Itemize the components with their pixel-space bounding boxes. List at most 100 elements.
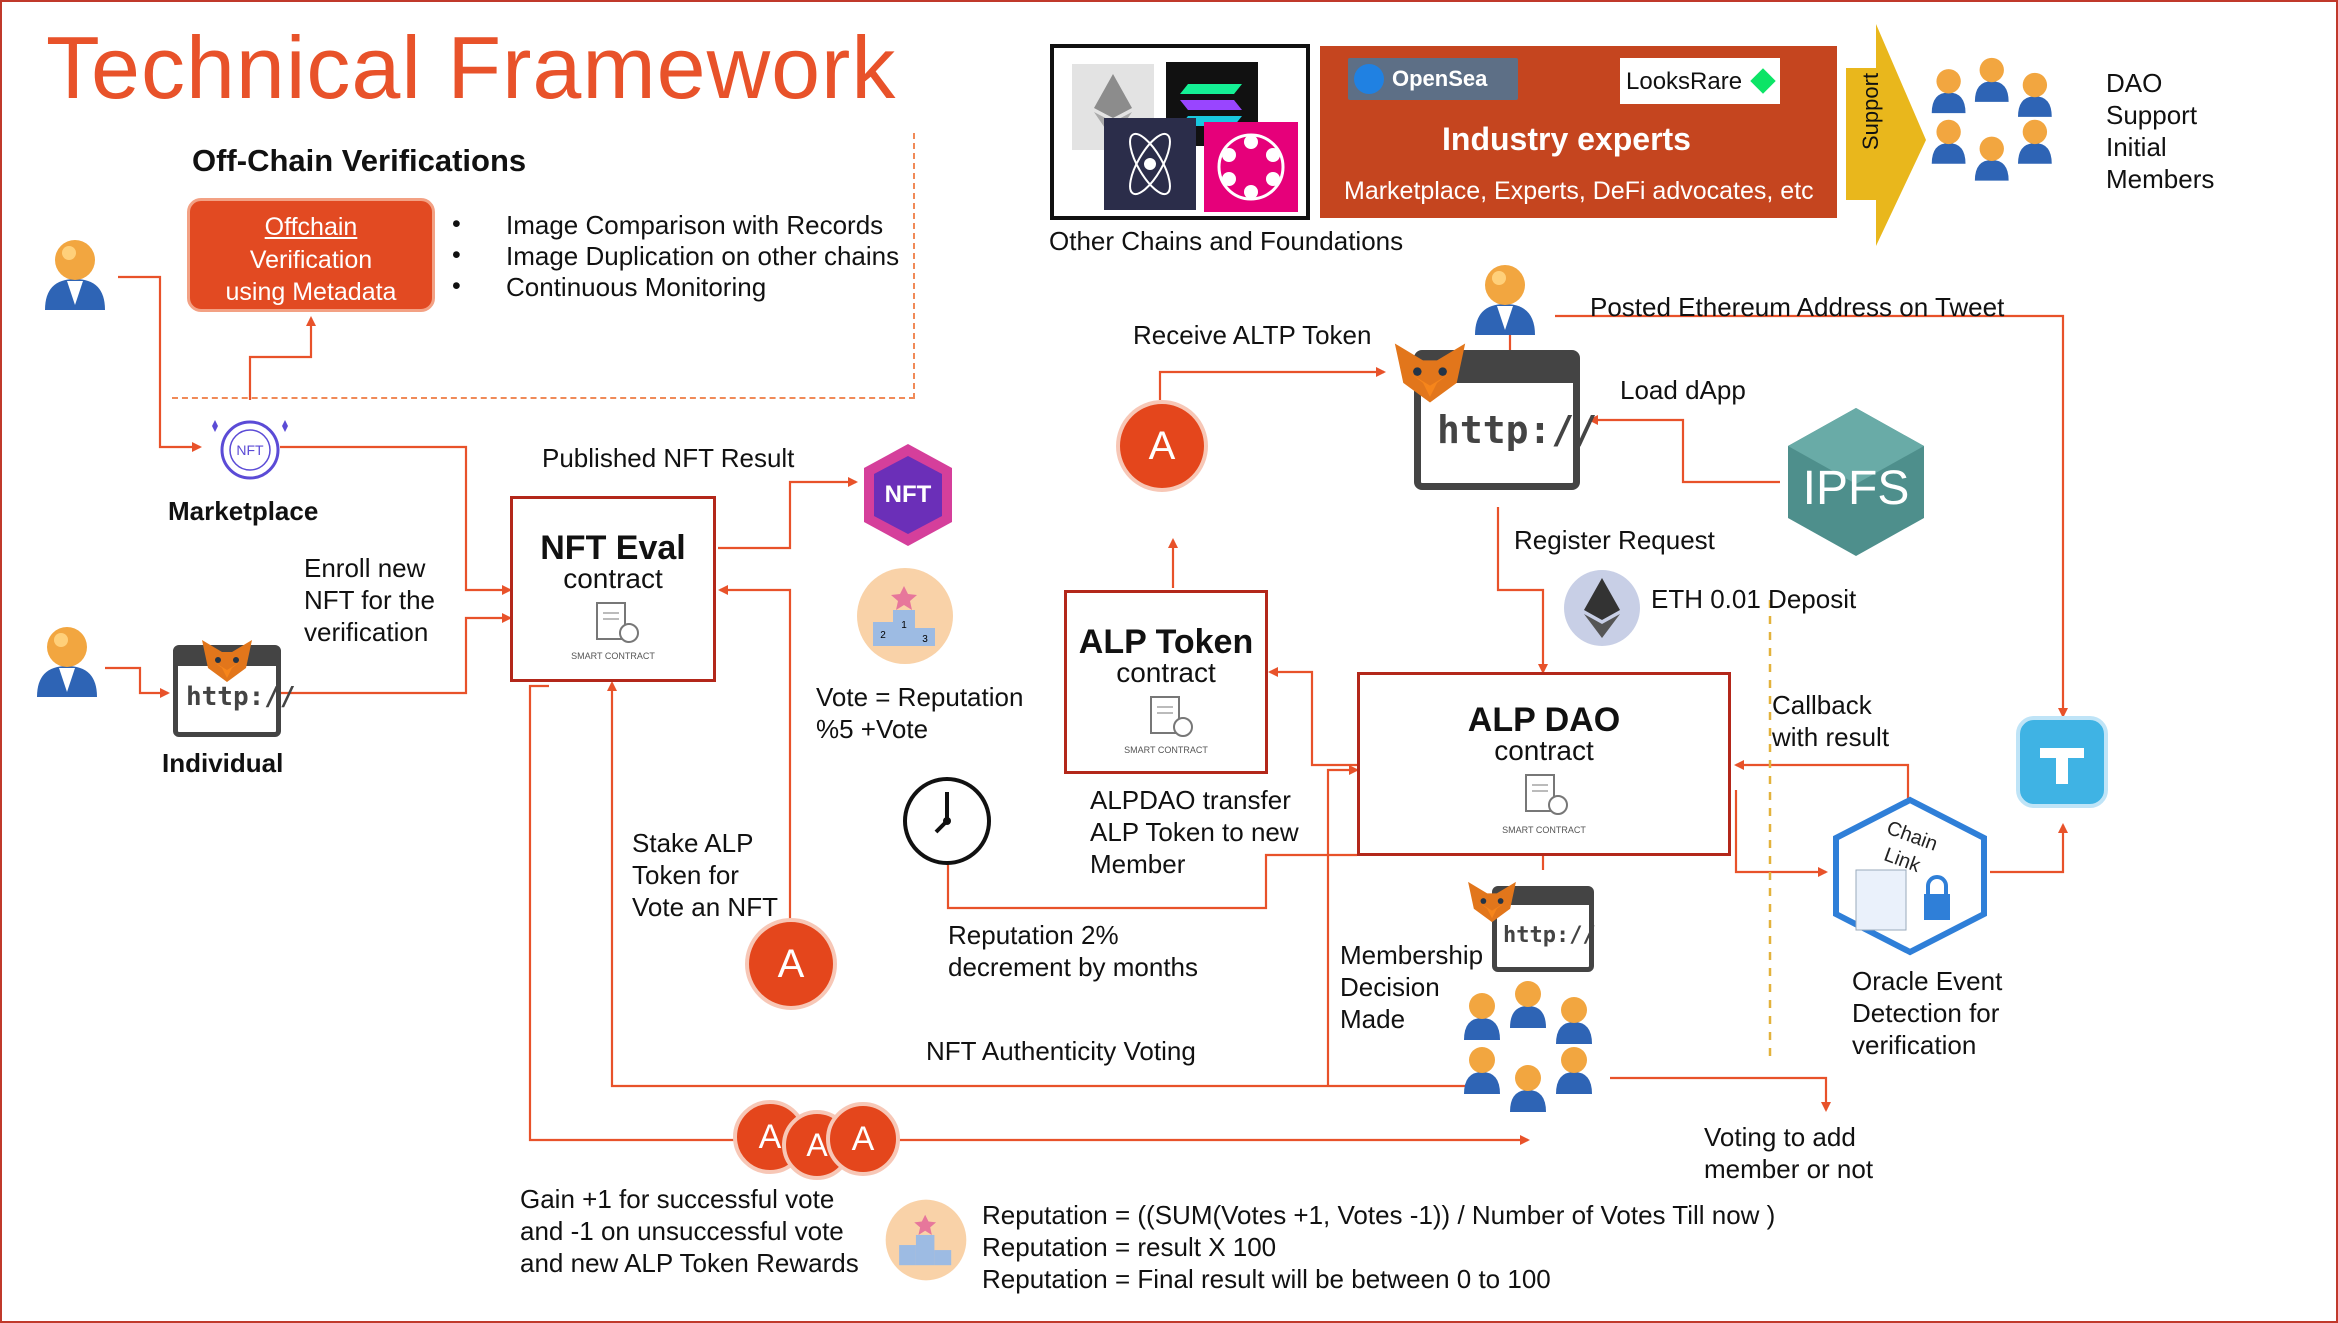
offchain-box-line-3: using Metadata — [225, 278, 397, 306]
eth-deposit-label: ETH 0.01 Deposit — [1651, 584, 1857, 614]
oracle-line-1: Oracle Event — [1852, 966, 2003, 996]
membership-line-1: Membership — [1340, 940, 1484, 970]
opensea-logo: OpenSea — [1348, 58, 1518, 100]
alp-token-tag: SMART CONTRACT — [1124, 745, 1208, 755]
podium-icon — [885, 1199, 967, 1281]
podium-icon: 1 2 3 — [857, 568, 953, 664]
clock-icon — [903, 777, 991, 865]
voting-add-line-2: member or not — [1704, 1154, 1874, 1184]
industry-subtitle: Marketplace, Experts, DeFi advocates, et… — [1344, 177, 1814, 205]
looksrare-icon — [1750, 68, 1776, 94]
individual-label: Individual — [162, 748, 284, 778]
callback-line-1: Callback — [1772, 690, 1872, 720]
smart-contract-icon — [596, 602, 639, 643]
polkadot-logo-icon — [1204, 122, 1298, 212]
enroll-line-3: verification — [304, 617, 429, 647]
person-icon — [1475, 265, 1535, 335]
offchain-heading: Off-Chain Verifications — [192, 143, 527, 178]
person-icon — [45, 240, 105, 310]
posted-label: Posted Ethereum Address on Tweet — [1590, 292, 2005, 322]
alp-token-icon: A — [826, 1102, 900, 1176]
nft-marketplace-icon: NFT — [212, 420, 288, 480]
cosmos-logo-icon — [1104, 118, 1196, 210]
metamask-fox-icon — [202, 640, 252, 682]
dapp-browser-icon: http:// — [1414, 350, 1597, 490]
offchain-dashed-frame — [172, 133, 915, 399]
membership-line-3: Made — [1340, 1004, 1406, 1034]
alp-token-contract-box: ALP Token contract SMART CONTRACT — [1064, 590, 1268, 774]
support-arrow — [1846, 24, 1926, 246]
marketplace-label: Marketplace — [168, 496, 319, 526]
nft-eval-tag: SMART CONTRACT — [571, 651, 655, 661]
ipfs-icon: IPFS — [1788, 408, 1924, 556]
alp-token-title: ALP Token — [1078, 623, 1254, 661]
vote-rep-line-1: Vote = Reputation — [816, 682, 1024, 712]
stake-line-1: Stake ALP — [632, 828, 754, 858]
formula-line-2: Reputation = result X 100 — [982, 1232, 1277, 1262]
formula-line-1: Reputation = ((SUM(Votes +1, Votes -1)) … — [982, 1200, 1776, 1230]
industry-title: Industry experts — [1442, 121, 1691, 157]
podium-1: 1 — [901, 620, 907, 631]
nft-eval-subtitle: contract — [563, 563, 663, 594]
receive-label: Receive ALTP Token — [1133, 320, 1372, 350]
alpdao-transfer-line-1: ALPDAO transfer — [1090, 785, 1291, 815]
formula-line-3: Reputation = Final result will be betwee… — [982, 1264, 1551, 1294]
browser-titlebar — [1497, 891, 1589, 905]
nft-eval-contract-box: NFT Eval contract SMART CONTRACT — [510, 496, 716, 682]
bullet-dot-1: • — [452, 210, 461, 238]
vote-rep-line-2: %5 +Vote — [816, 714, 929, 744]
dao-support-line-4: Members — [2106, 164, 2215, 194]
industry-experts-box: OpenSea LooksRare Industry experts Marke… — [1320, 46, 1837, 218]
nft-eval-title: NFT Eval — [540, 529, 686, 567]
rep-decrement-line-2: decrement by months — [948, 952, 1199, 982]
bullet-dot-3: • — [452, 272, 461, 300]
dao-support-line-1: DAO — [2106, 68, 2163, 98]
support-label: Support — [1858, 72, 1883, 150]
chains-caption: Other Chains and Foundations — [1049, 226, 1404, 256]
twitter-icon — [2016, 716, 2108, 808]
stake-line-2: Token for — [632, 860, 739, 890]
opensea-icon — [1354, 64, 1384, 94]
metamask-fox-icon — [1394, 343, 1466, 403]
published-label: Published NFT Result — [542, 443, 795, 473]
person-icon — [37, 627, 97, 697]
dao-member-group-icon — [1931, 57, 2052, 181]
enroll-line-2: NFT for the — [304, 585, 436, 615]
gain-line-3: and new ALP Token Rewards — [520, 1248, 859, 1278]
alp-token-icon: A — [745, 918, 837, 1010]
alp-dao-contract-box: ALP DAO contract SMART CONTRACT — [1357, 672, 1731, 856]
looksrare-logo: LooksRare — [1620, 58, 1780, 104]
bullet-dot-2: • — [452, 241, 461, 269]
oracle-line-2: Detection for — [1852, 998, 2000, 1028]
ipfs-text: IPFS — [1803, 462, 1910, 515]
twitter-bird-icon — [2040, 748, 2084, 784]
offchain-box-line-1: Offchain — [264, 213, 358, 241]
enroll-line-1: Enroll new — [304, 553, 426, 583]
offchain-bullet-3: Continuous Monitoring — [506, 272, 767, 302]
gain-line-2: and -1 on unsuccessful vote — [520, 1216, 844, 1246]
chainlink-icon: Chain Link — [1833, 796, 1987, 956]
alp-dao-title: ALP DAO — [1467, 701, 1621, 739]
podium-2: 2 — [880, 630, 886, 641]
offchain-bullet-1: Image Comparison with Records — [506, 210, 884, 240]
smart-contract-icon — [1150, 696, 1193, 737]
alp-dao-subtitle: contract — [1494, 735, 1594, 766]
nft-badge-text: NFT — [885, 481, 932, 508]
membership-browser-icon: http:// — [1492, 886, 1596, 972]
looksrare-text: LooksRare — [1626, 68, 1743, 95]
alpdao-transfer-line-3: Member — [1090, 849, 1186, 879]
http-text: http:// — [1503, 923, 1596, 948]
alp-token-icon: A — [1116, 400, 1208, 492]
chains-logo-box — [1050, 44, 1310, 220]
rep-decrement-line-1: Reputation 2% — [948, 920, 1119, 950]
http-text: http:// — [1437, 408, 1598, 452]
metamask-fox-icon — [1468, 881, 1516, 923]
alpdao-transfer-line-2: ALP Token to new — [1090, 817, 1299, 847]
offchain-bullet-2: Image Duplication on other chains — [506, 241, 900, 271]
dao-support-line-2: Support — [2106, 100, 2198, 130]
smart-contract-icon — [1525, 774, 1568, 815]
alp-dao-tag: SMART CONTRACT — [1502, 825, 1586, 835]
membership-line-2: Decision — [1340, 972, 1440, 1002]
